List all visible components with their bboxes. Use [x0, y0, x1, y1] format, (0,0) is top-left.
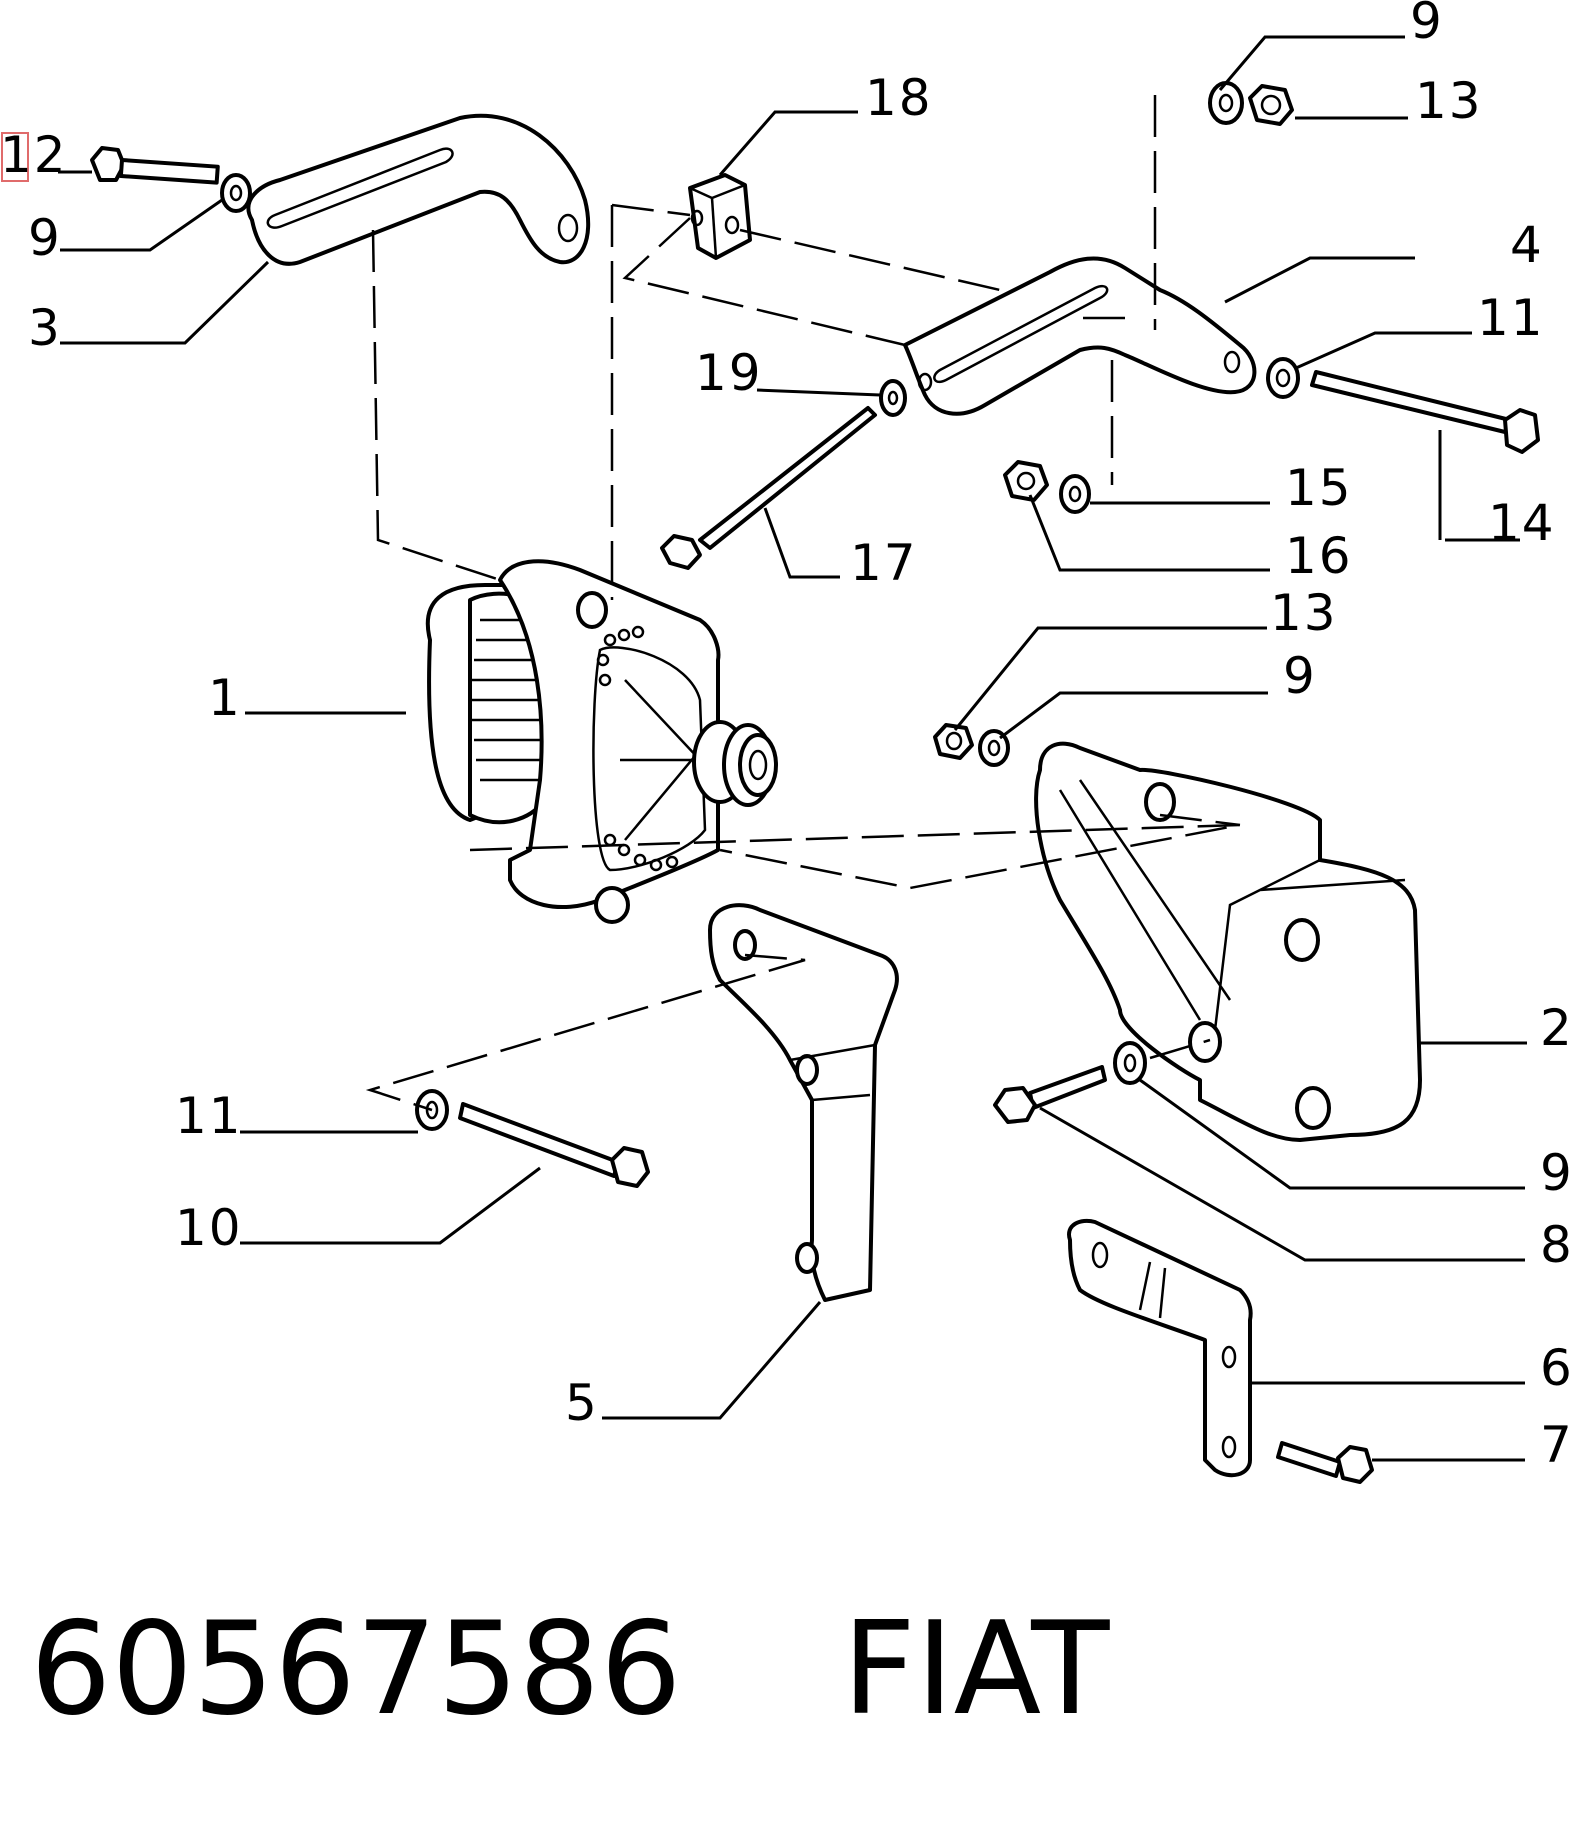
callout-11-right: 11: [1477, 289, 1545, 347]
part-17-long-bolt: [660, 406, 877, 570]
part-15-washer: [1059, 474, 1091, 514]
callout-1: 1: [208, 669, 242, 727]
callout-7: 7: [1540, 1416, 1569, 1474]
callout-19: 19: [695, 344, 763, 402]
part-2-support: [1034, 741, 1422, 1142]
part-16-nut: [1003, 460, 1049, 502]
assembly-dashed-lines: [365, 95, 1241, 1112]
part-9-washer-lower: [1113, 1041, 1147, 1085]
part-11-washer-right: [1266, 357, 1300, 399]
callout-10: 10: [175, 1199, 243, 1257]
callout-9-left: 9: [28, 209, 62, 267]
part-9-washer-mid: [978, 729, 1010, 767]
part-13-nut-top: [1248, 84, 1294, 126]
callout-4: 4: [1510, 216, 1544, 274]
part-14-long-bolt: [1310, 370, 1540, 454]
part-19-washer: [879, 379, 907, 417]
part-3-slotted-bracket: [246, 113, 591, 266]
part-1-alternator: [425, 559, 778, 924]
part-12-bolt: [90, 146, 220, 185]
part-7-bolt: [1276, 1441, 1374, 1484]
part-9-washer-top: [1208, 81, 1244, 125]
callout-3: 3: [28, 299, 62, 357]
callout-17: 17: [850, 534, 918, 592]
callout-2: 2: [1540, 999, 1569, 1057]
part-number-footer: 60567586 FIAT: [30, 1600, 1109, 1740]
part-9-washer-left: [220, 173, 252, 213]
part-number: 60567586: [30, 1595, 682, 1744]
part-13-nut-mid: [933, 723, 974, 760]
callout-9-mid: 9: [1283, 647, 1317, 705]
part-18-block: [688, 173, 752, 260]
part-4-bracket: [903, 256, 1257, 416]
brand-name: FIAT: [842, 1595, 1110, 1744]
part-6-strap: [1067, 1219, 1253, 1478]
callout-9-lower: 9: [1540, 1144, 1569, 1202]
callout-13-top: 13: [1415, 72, 1483, 130]
callout-11-left: 11: [175, 1087, 243, 1145]
callout-14: 14: [1488, 494, 1556, 552]
callout-12-highlight: [1, 132, 29, 182]
callout-labels: 12 9 3 18 9 13 4 11 19 15 14 16 17 13 1 …: [0, 0, 1569, 1474]
callout-15: 15: [1285, 459, 1353, 517]
callout-6: 6: [1540, 1339, 1569, 1397]
callout-8: 8: [1540, 1216, 1569, 1274]
callout-5: 5: [565, 1374, 599, 1432]
callout-12: 12: [0, 126, 68, 184]
callout-13-mid: 13: [1270, 584, 1338, 642]
part-8-bolt: [993, 1065, 1107, 1124]
callout-16: 16: [1285, 527, 1353, 585]
callout-9-topright: 9: [1410, 0, 1444, 50]
part-5-bracket: [708, 903, 899, 1302]
callout-18: 18: [865, 69, 933, 127]
part-10-bolt: [458, 1102, 650, 1188]
leader-lines: [58, 35, 1527, 1462]
